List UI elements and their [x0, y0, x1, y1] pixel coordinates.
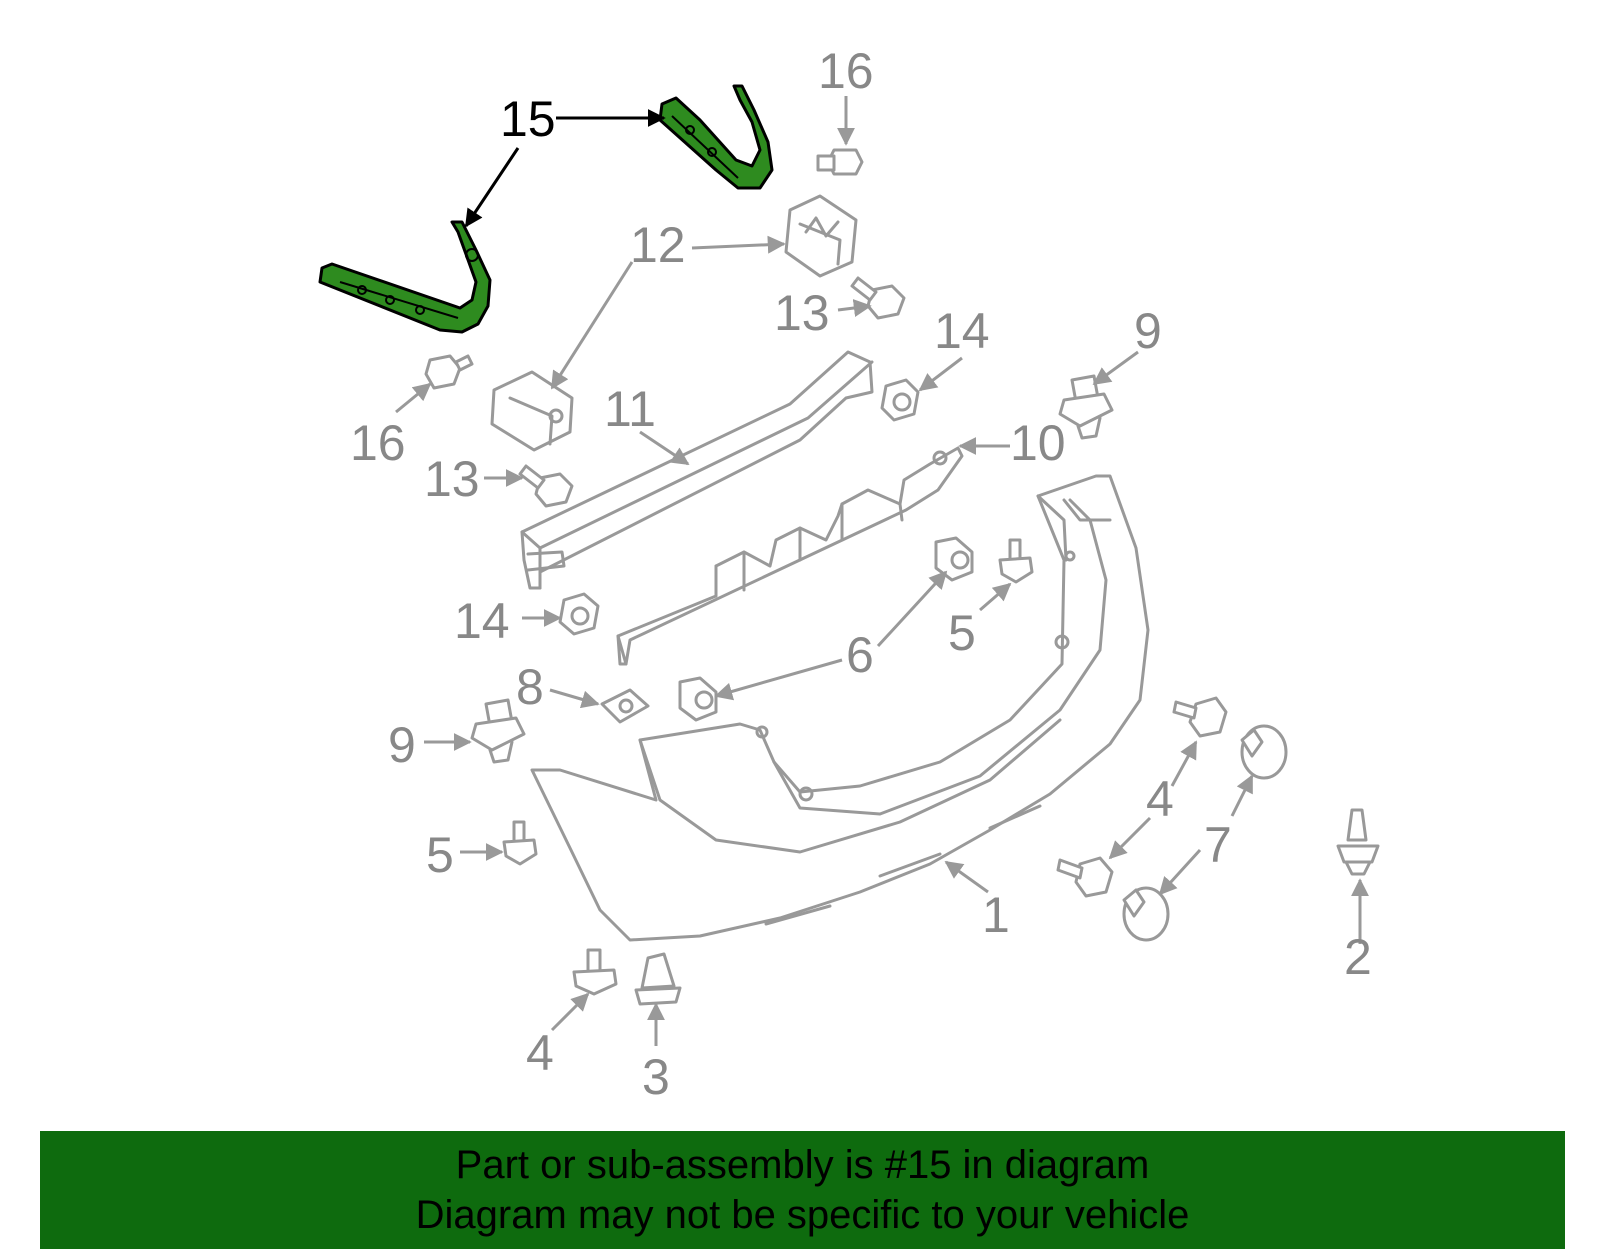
callout-16-top: 16	[818, 43, 874, 99]
callout-2: 2	[1344, 929, 1372, 985]
part-12-bracket-right[interactable]	[784, 194, 858, 278]
part-14-nut-right[interactable]	[880, 378, 920, 422]
part-3-push-clip[interactable]	[634, 952, 682, 1006]
callout-8: 8	[516, 659, 544, 715]
part-4-bolt-right-lower[interactable]	[1056, 856, 1114, 898]
part-2-push-clip[interactable]	[1336, 808, 1380, 876]
part-7-cap-upper[interactable]	[1240, 724, 1288, 780]
callout-10: 10	[1010, 415, 1066, 471]
part-9-clip-right[interactable]	[1058, 374, 1114, 440]
part-7-cap-lower[interactable]	[1122, 886, 1170, 942]
callout-13-left: 13	[424, 451, 480, 507]
callout-14-right: 14	[934, 303, 990, 359]
callout-16-left: 16	[350, 415, 406, 471]
callout-1: 1	[982, 887, 1010, 943]
callout-4-right: 4	[1146, 771, 1174, 827]
banner-line-2: Diagram may not be specific to your vehi…	[415, 1193, 1190, 1237]
part-12-bracket-left[interactable]	[490, 370, 574, 452]
callout-9-right: 9	[1134, 303, 1162, 359]
part-6-nut-upper[interactable]	[934, 536, 974, 582]
info-banner: Part or sub-assembly is #15 in diagram D…	[40, 1131, 1565, 1249]
part-5-bolt-upper[interactable]	[998, 538, 1034, 584]
part-6-nut-lower[interactable]	[678, 676, 718, 722]
part-13-bolt-right[interactable]	[850, 276, 906, 320]
leader-lines	[395, 96, 1369, 1046]
callout-14-left: 14	[454, 593, 510, 649]
callout-3: 3	[642, 1049, 670, 1105]
part-9-clip-left[interactable]	[470, 698, 526, 764]
callout-6: 6	[846, 627, 874, 683]
callout-4-bottom: 4	[526, 1025, 554, 1081]
part-4-bolt-right-upper[interactable]	[1172, 696, 1228, 738]
callout-11: 11	[604, 381, 656, 437]
callout-5-upper: 5	[948, 605, 976, 661]
part-16-clip-left[interactable]	[424, 354, 474, 390]
callout-7: 7	[1204, 817, 1232, 873]
callout-5-lower: 5	[426, 827, 454, 883]
part-8-nut-plate[interactable]	[600, 688, 650, 724]
part-5-bolt-lower[interactable]	[502, 820, 538, 866]
part-13-bolt-left[interactable]	[518, 464, 574, 508]
callout-labels: 15 16 12 13 14 9 16 11 10 13 14 5 6 8 9 …	[350, 43, 1372, 1105]
callout-13-right: 13	[774, 285, 830, 341]
callout-15: 15	[500, 91, 556, 147]
banner-line-1: Part or sub-assembly is #15 in diagram	[455, 1143, 1150, 1187]
part-11-reinforcement[interactable]	[520, 350, 874, 590]
callout-9-left: 9	[388, 717, 416, 773]
part-14-nut-left[interactable]	[558, 592, 600, 636]
part-4-bolt-bottom[interactable]	[572, 948, 618, 996]
part-15-left-bracket[interactable]	[318, 220, 492, 334]
part-1-bumper-cover[interactable]	[530, 474, 1150, 942]
part-16-clip-top[interactable]	[816, 148, 864, 176]
part-15-right-bracket[interactable]	[658, 84, 774, 190]
part-10-energy-absorber[interactable]	[616, 446, 964, 666]
callout-12: 12	[630, 217, 686, 273]
